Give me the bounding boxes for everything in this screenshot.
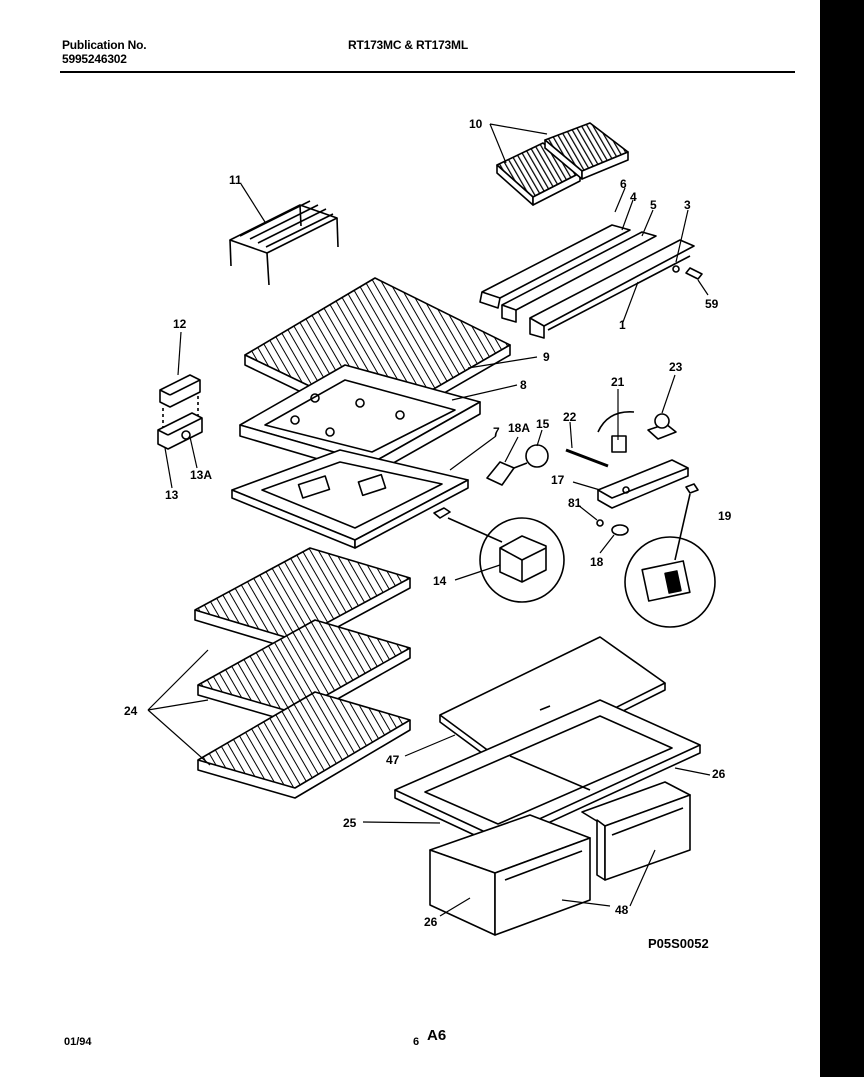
crisper-frame-part	[394, 699, 701, 847]
footer-page-number: 6	[413, 1036, 420, 1048]
callout-14: 14	[433, 574, 447, 588]
divider-plate-part	[231, 449, 469, 549]
wire-rack-part	[229, 200, 339, 286]
detail-circle-14	[433, 507, 565, 603]
callout-15: 15	[536, 417, 550, 431]
callout-9: 9	[543, 350, 550, 364]
scan-edge-bar	[820, 0, 864, 1077]
callout-23: 23	[669, 360, 683, 374]
callout-59: 59	[705, 297, 719, 311]
detail-circle-19	[624, 483, 716, 628]
door-bin-part	[157, 412, 203, 450]
crisper-drawer-part	[581, 781, 691, 881]
callout-21: 21	[611, 375, 625, 389]
callout-13: 13	[165, 488, 179, 502]
callout-13a: 13A	[190, 468, 213, 482]
callout-11: 11	[229, 173, 242, 187]
leader-lines	[147, 123, 711, 917]
callout-24: 24	[124, 704, 138, 718]
callout-18: 18	[590, 555, 604, 569]
door-bin-part	[159, 374, 201, 408]
ice-tray-part	[544, 122, 629, 180]
callout-17: 17	[551, 473, 565, 487]
footer-section: A6	[427, 1027, 447, 1044]
light-socket-part	[486, 444, 549, 486]
callout-10: 10	[469, 117, 483, 131]
publication-number: 5995246302	[62, 52, 127, 66]
evaporator-rail-parts	[479, 224, 703, 339]
control-housing-part	[565, 411, 689, 536]
footer-date: 01/94	[64, 1036, 92, 1048]
callout-25: 25	[343, 816, 357, 830]
model-number: RT173MC & RT173ML	[348, 38, 468, 52]
callout-3: 3	[684, 198, 691, 212]
diagram-code: P05S0052	[648, 936, 709, 951]
callout-22: 22	[563, 410, 577, 424]
crisper-drawer-part	[429, 814, 591, 936]
callout-19: 19	[718, 509, 732, 523]
callout-48: 48	[615, 903, 629, 917]
callout-1: 1	[619, 318, 626, 332]
header-rule	[60, 71, 795, 73]
callout-26-right: 26	[712, 767, 726, 781]
callout-4: 4	[630, 190, 637, 204]
callout-47: 47	[386, 753, 400, 767]
callout-8: 8	[520, 378, 527, 392]
callout-7: 7	[493, 425, 500, 439]
callout-12: 12	[173, 317, 187, 331]
shelf-frame-part	[239, 364, 481, 476]
callout-26-left: 26	[424, 915, 438, 929]
callout-18a: 18A	[508, 421, 531, 435]
callout-5: 5	[650, 198, 657, 212]
callout-81: 81	[568, 496, 582, 510]
wire-shelf-part	[197, 691, 411, 799]
callout-6: 6	[620, 177, 627, 191]
publication-label: Publication No.	[62, 38, 147, 52]
